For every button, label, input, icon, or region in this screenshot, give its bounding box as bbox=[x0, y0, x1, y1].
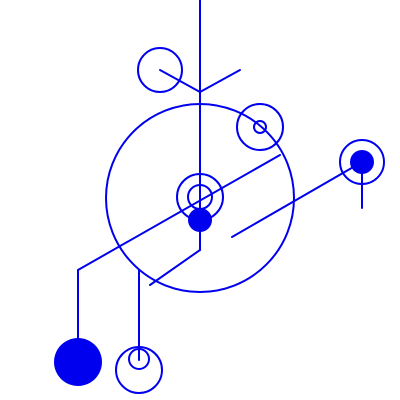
bottom-ring-inner bbox=[128, 348, 150, 370]
diagonal-upper-line bbox=[77, 154, 281, 271]
right-dot bbox=[350, 150, 374, 174]
diagonal-lower-line bbox=[149, 249, 201, 286]
upper-right-inner-ring bbox=[253, 120, 267, 134]
right-branch-line bbox=[231, 161, 363, 238]
bottom-ring-outer bbox=[115, 346, 163, 394]
main-ring bbox=[105, 103, 295, 293]
bottom-left-dot bbox=[54, 338, 102, 386]
center-dot bbox=[188, 208, 212, 232]
upper-right-ring bbox=[236, 103, 284, 151]
top-fork-right-line bbox=[199, 69, 241, 93]
top-left-ring bbox=[137, 47, 183, 93]
